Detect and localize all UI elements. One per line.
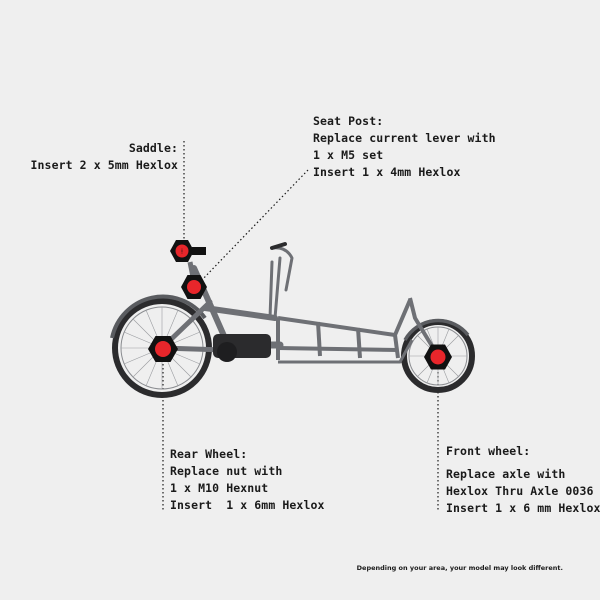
rear-wheel-line-3: Insert 1 x 6mm Hexlox	[170, 498, 325, 512]
front-wheel-line-1: Replace axle with	[446, 467, 566, 481]
rear-fender	[110, 294, 207, 339]
hex-marker-seatpost	[181, 275, 207, 299]
model-disclaimer: Depending on your area, your model may l…	[356, 564, 563, 572]
rear-wheel-line-1: Replace nut with	[170, 464, 283, 478]
hex-marker-front-wheel	[424, 344, 452, 370]
front-wheel-title: Front wheel:	[446, 444, 531, 458]
svg-text:⁞: ⁞	[181, 248, 183, 256]
rear-wheel-callout: Rear Wheel: Replace nut with 1 x M10 Hex…	[170, 446, 325, 514]
motor-unit	[213, 334, 271, 362]
rear-wheel-title: Rear Wheel:	[170, 447, 248, 461]
front-wheel-line-3: Insert 1 x 6 mm Hexlox	[446, 501, 600, 515]
cargo-box	[276, 297, 440, 364]
stem	[270, 242, 287, 250]
saddle-title: Saddle:	[128, 141, 178, 155]
seat-post-title: Seat Post:	[313, 114, 384, 128]
seat-post-line-2: 1 x M5 set	[313, 148, 384, 162]
rear-wheel-line-2: 1 x M10 Hexnut	[170, 481, 269, 495]
hex-marker-rear-wheel	[148, 336, 178, 362]
seat-post-line-1: Replace current lever with	[313, 131, 496, 145]
seat-post-line-3: Insert 1 x 4mm Hexlox	[313, 165, 461, 179]
front-wheel-line-2: Hexlox Thru Axle 0036	[446, 484, 594, 498]
seat-post-callout: Seat Post: Replace current lever with 1 …	[313, 113, 496, 181]
saddle-callout: Saddle: Insert 2 x 5mm Hexlox	[31, 140, 179, 174]
hex-marker-saddle: ⁞	[170, 240, 206, 262]
saddle-line-1: Insert 2 x 5mm Hexlox	[30, 158, 178, 172]
front-wheel-callout: Front wheel: Replace axle with Hexlox Th…	[446, 443, 600, 517]
front-fender	[403, 318, 470, 341]
